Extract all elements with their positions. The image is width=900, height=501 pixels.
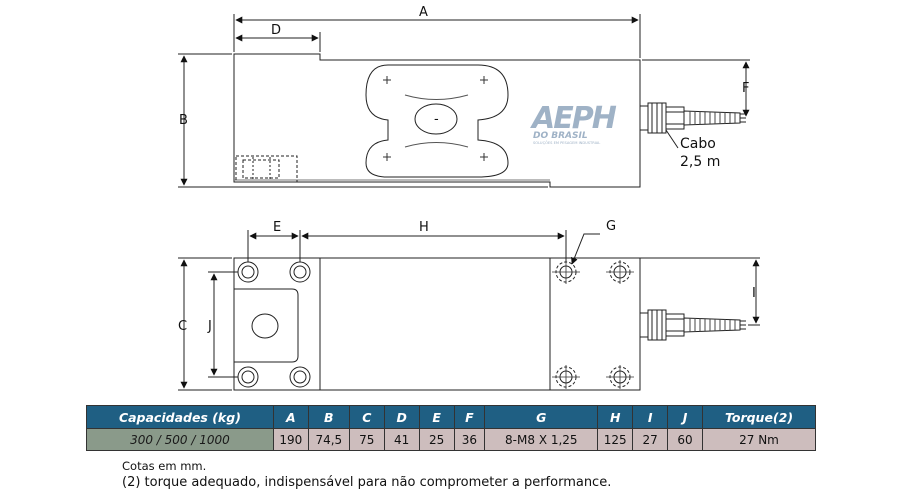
dim-label-J: J [207,319,212,334]
logo-mark: AEPH [530,101,617,136]
dim-label-B: B [179,113,188,128]
table-cell: 190 [272,428,309,451]
cable-gland-bottom [639,309,746,341]
hole-left-top-1 [237,261,259,283]
table-header-cell: F [453,405,486,429]
cable-gland-top [639,102,746,134]
table-cell: 27 Nm [702,428,816,451]
table-header-cell: J [667,405,703,429]
dim-label-E: E [273,220,281,235]
table-cell: 41 [383,428,420,451]
table-header-cell: D [383,405,420,429]
dim-label-G: G [606,219,616,234]
table-cell: 25 [418,428,455,451]
hole-left-bottom-1 [237,366,259,388]
table-cell: 75 [348,428,385,451]
hole-left-top-2 [289,261,311,283]
dim-label-I: I [752,286,756,301]
table-header-cell: H [597,405,634,429]
table-header-cell: E [418,405,455,429]
cable-label-line2: 2,5 m [680,154,720,170]
table-header-cell: Capacidades (kg) [86,405,274,429]
table-cell-capacity: 300 / 500 / 1000 [86,428,274,451]
table-cell: 27 [632,428,669,451]
svg-text:-: - [434,112,439,127]
dim-label-H: H [419,220,429,235]
spec-table: Capacidades (kg) A B C D E F G H I J Tor… [86,405,816,451]
aeph-logo: AEPH DO BRASIL SOLUÇÕES EM PESAGEM INDUS… [530,101,619,145]
bottom-body-outline [233,257,641,391]
table-cell: 125 [597,428,634,451]
table-row: 300 / 500 / 1000 190 74,5 75 41 25 36 8-… [86,428,816,451]
load-cell-drawing: - AEPH DO BRASIL SOLUÇÕES EM PESAGEM IND… [178,5,760,391]
dim-label-D: D [271,23,281,38]
dumbbell-cutout [365,64,509,178]
table-cell: 60 [667,428,703,451]
top-view: - [233,53,641,188]
cable-label-line1: Cabo [680,136,716,152]
top-body-outline [233,53,641,188]
table-header-cell: A [272,405,309,429]
top-dimensions [178,14,750,188]
bottom-dimensions [178,230,760,391]
hole-left-bottom-2 [289,366,311,388]
plus-marks [383,76,488,161]
table-cell: 8-M8 X 1,25 [484,428,599,451]
table-header-cell: Torque(2) [702,405,816,429]
cable-cavity [235,155,298,183]
dim-label-F: F [742,81,749,96]
logo-tagline: SOLUÇÕES EM PESAGEM INDUSTRIAL [533,140,600,145]
bottom-pocket [234,288,299,363]
bottom-view [233,257,641,391]
dim-label-C: C [178,319,187,334]
table-cell: 36 [453,428,486,451]
table-header-cell: C [348,405,385,429]
table-header-cell: B [307,405,350,429]
center-bore [414,103,458,135]
note-torque: (2) torque adequado, indispensável para … [122,475,612,490]
table-header-cell: I [632,405,669,429]
table-header-cell: G [484,405,599,429]
table-cell: 74,5 [307,428,350,451]
logo-name: DO BRASIL [533,131,588,141]
dim-label-A: A [419,5,428,20]
mounting-holes [237,260,634,389]
table-header-row: Capacidades (kg) A B C D E F G H I J Tor… [86,405,816,429]
note-units: Cotas em mm. [122,459,207,473]
